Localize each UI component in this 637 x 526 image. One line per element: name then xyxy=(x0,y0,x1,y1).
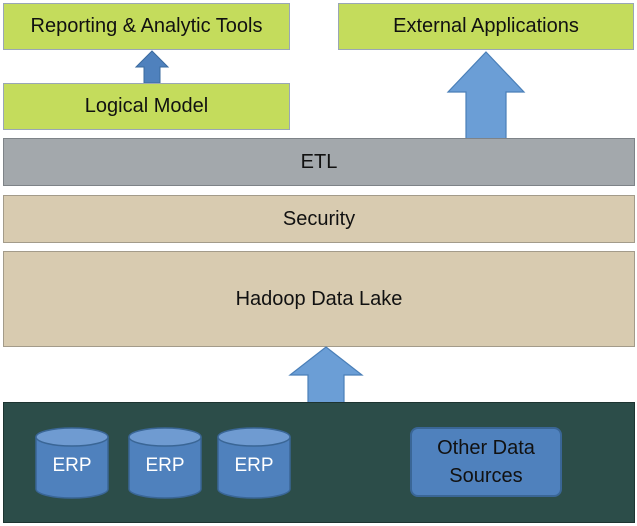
database-cylinder-icon xyxy=(128,427,202,499)
security-label: Security xyxy=(282,207,356,230)
database-cylinder-icon xyxy=(217,427,291,499)
other-data-sources-label-line1: Other Data xyxy=(437,437,535,459)
other-data-sources-box: Other Data Sources xyxy=(410,427,562,497)
large-up-arrow-icon xyxy=(446,51,526,140)
logical-model-box: Logical Model xyxy=(3,83,290,130)
erp-database-cylinder: ERP xyxy=(217,427,291,499)
other-data-sources-label-line2: Sources xyxy=(449,465,523,487)
hadoop-data-lake-layer: Hadoop Data Lake xyxy=(3,251,635,347)
external-applications-box: External Applications xyxy=(338,3,634,50)
reporting-analytic-tools-box: Reporting & Analytic Tools xyxy=(3,3,290,50)
hadoop-data-lake-label: Hadoop Data Lake xyxy=(235,287,403,310)
reporting-analytic-tools-label: Reporting & Analytic Tools xyxy=(30,15,263,37)
ingest-up-arrow-icon xyxy=(288,346,364,405)
etl-label: ETL xyxy=(300,150,338,173)
database-cylinder-icon xyxy=(35,427,109,499)
erp-label: ERP xyxy=(234,455,274,476)
external-applications-label: External Applications xyxy=(393,15,579,37)
erp-database-cylinder: ERP xyxy=(35,427,109,499)
small-up-arrow-icon xyxy=(134,50,170,84)
security-layer: Security xyxy=(3,195,635,243)
erp-label: ERP xyxy=(145,455,185,476)
etl-layer: ETL xyxy=(3,138,635,186)
erp-label: ERP xyxy=(52,455,92,476)
logical-model-label: Logical Model xyxy=(84,95,209,117)
erp-database-cylinder: ERP xyxy=(128,427,202,499)
